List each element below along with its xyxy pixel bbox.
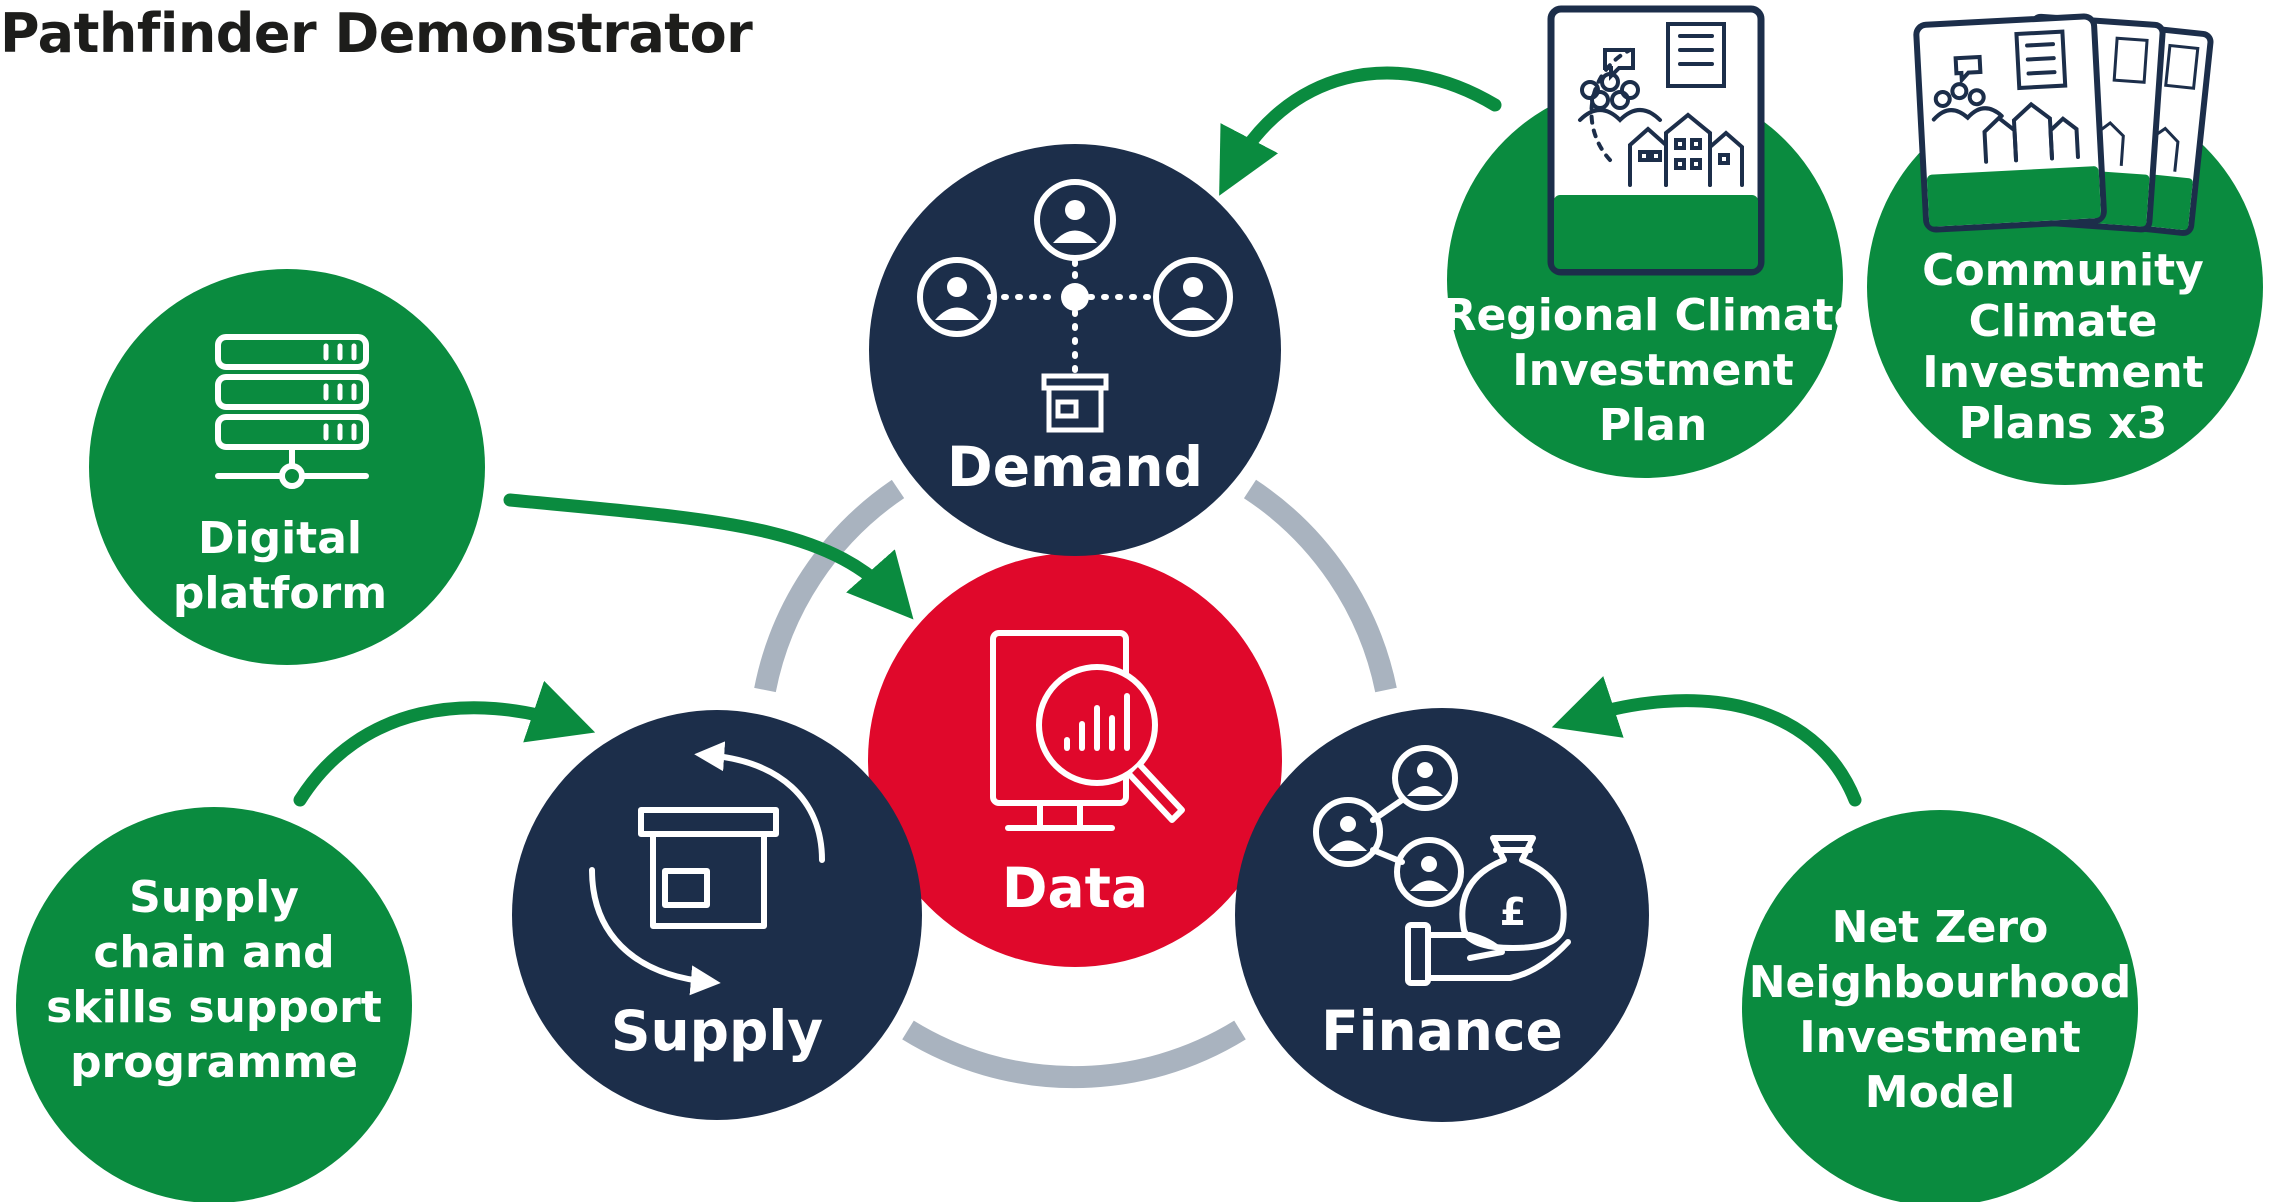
core-grey-ring (754, 479, 1397, 1089)
community-plans-label: Community Climate Investment Plans x3 (1922, 245, 2204, 449)
connector-arrows (293, 66, 1862, 807)
arrow-digital-to-data (503, 493, 914, 620)
person-icon-left (917, 257, 997, 337)
regional-plan-line3: Plan (1599, 400, 1707, 451)
regional-plan-line2: Investment (1512, 345, 1794, 396)
supply-chain-line2: chain and (93, 927, 334, 978)
ring-arc-left (754, 479, 905, 693)
hand-icon (1405, 922, 1571, 986)
network-hub (1061, 283, 1089, 311)
supply-chain-line3: skills support (46, 982, 382, 1033)
person-icon-right (1153, 257, 1233, 337)
demand-label: Demand (947, 435, 1203, 499)
community-people (1578, 72, 1662, 123)
finance-person-bottom (1394, 837, 1464, 907)
supply-label: Supply (611, 999, 823, 1063)
money-bag-icon (1459, 835, 1567, 951)
magnifier-handle (1127, 762, 1185, 823)
community-plans-line3: Investment (1922, 347, 2204, 398)
data-label: Data (1002, 856, 1148, 920)
people-network-box-icon (917, 179, 1233, 433)
net-zero-line2: Neighbourhood (1749, 957, 2132, 1008)
regional-plan-line1: Regional Climate (1443, 290, 1864, 341)
plan-document-community-icon (1547, 5, 1765, 276)
digital-platform-line2: platform (173, 568, 387, 619)
net-zero-model-circle (1742, 810, 2138, 1202)
supply-chain-label: Supply chain and skills support programm… (46, 872, 382, 1088)
demand-circle (869, 144, 1281, 556)
finance-label: Finance (1321, 999, 1563, 1063)
finance-person-left (1313, 797, 1383, 867)
community-plans-line4: Plans x3 (1959, 398, 2168, 449)
regional-plan-label: Regional Climate Investment Plan (1443, 290, 1864, 451)
net-zero-line1: Net Zero (1832, 902, 2049, 953)
box-icon (1041, 373, 1109, 433)
server-lights (323, 343, 357, 441)
stacked-plan-documents-icon (1913, 13, 2214, 236)
net-zero-line3: Investment (1799, 1012, 2081, 1063)
arrow-netzero-to-finance (1551, 676, 1862, 807)
net-zero-line4: Model (1865, 1067, 2015, 1118)
cycle-arrow-top (694, 741, 825, 863)
page-title: Pathfinder Demonstrator (0, 2, 753, 65)
digital-platform-line1: Digital (198, 513, 362, 564)
box-body (650, 831, 767, 929)
bar-chart-glyph (1064, 693, 1130, 751)
finance-person-top (1392, 745, 1458, 811)
people-money-bag-hand-icon (1313, 745, 1571, 986)
supply-circle (512, 710, 922, 1120)
cycle-arrow-bottom (589, 867, 721, 996)
person-icon-top (1034, 179, 1116, 261)
ring-arc-right (1243, 479, 1397, 693)
box-label (662, 868, 710, 908)
community-plans-line2: Climate (1969, 296, 2158, 347)
server-stack-icon (215, 334, 369, 489)
box-cycle-arrows-icon (589, 741, 825, 996)
supply-chain-circle (16, 807, 412, 1202)
supply-chain-line4: programme (70, 1037, 358, 1088)
arrow-regional-to-demand (1219, 66, 1502, 196)
community-plans-line1: Community (1922, 245, 2204, 296)
houses (1628, 112, 1744, 187)
net-zero-model-label: Net Zero Neighbourhood Investment Model (1749, 902, 2132, 1118)
arrow-supplychain-to-supply (293, 680, 596, 807)
pound-sign: £ (1500, 890, 1526, 934)
finance-circle (1235, 708, 1649, 1122)
digital-platform-label: Digital platform (173, 513, 387, 619)
ring-arc-bottom (902, 1020, 1246, 1089)
monitor-magnifier-chart-icon (990, 630, 1185, 831)
supply-chain-line1: Supply (129, 872, 299, 923)
